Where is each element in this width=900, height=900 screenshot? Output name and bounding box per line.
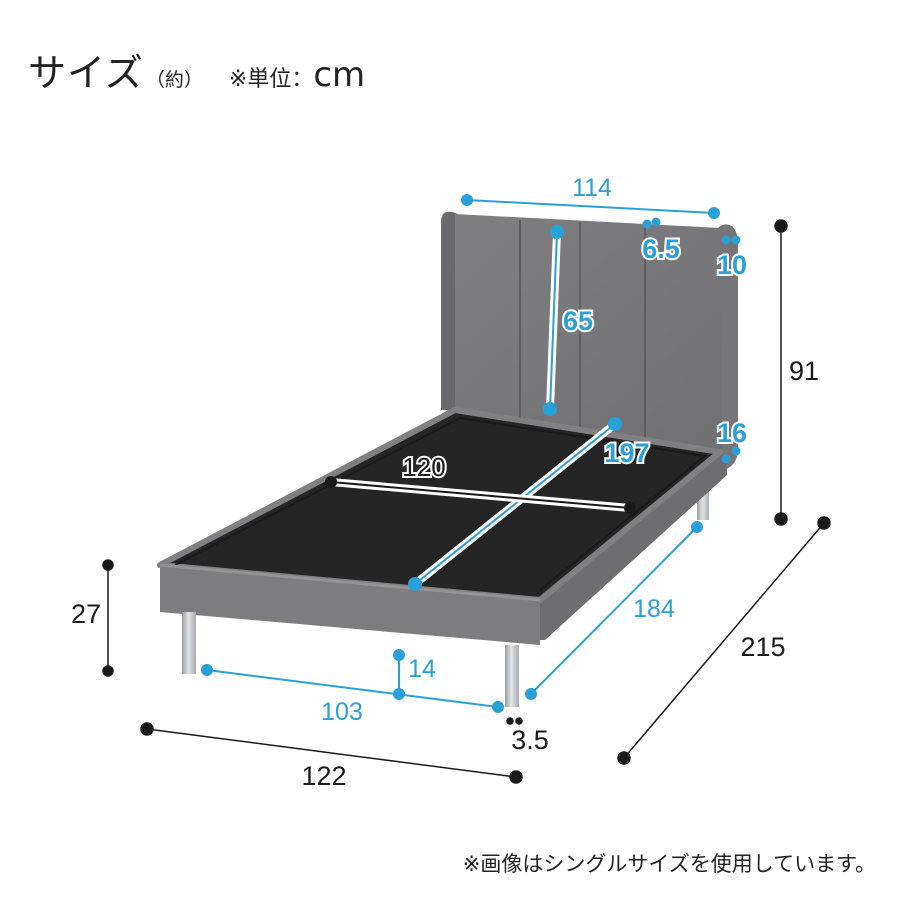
black-dimensions (102, 219, 831, 784)
front-leg-right (505, 645, 519, 707)
label-headboard-side: 10 (717, 250, 747, 280)
deck-inner-line (174, 416, 708, 591)
footnote: ※画像はシングルサイズを使用しています。 (462, 852, 876, 876)
side-rail-right (540, 455, 727, 640)
label-leg-inset: 14 (408, 655, 436, 683)
front-leg-left (182, 612, 196, 674)
headboard-panel (455, 214, 722, 456)
label-frame-height: 27 (71, 599, 101, 629)
headboard-seams (519, 220, 646, 442)
bed-deck (160, 410, 720, 600)
unit-label: ※単位： (228, 67, 314, 92)
size-heading: サイズ (28, 51, 144, 95)
label-lower-gap: 16 (717, 418, 747, 448)
page-title: サイズ （約） ※単位： cm (28, 42, 365, 97)
label-total-length: 215 (740, 632, 785, 662)
approx-label: （約） (145, 69, 203, 91)
headboard-right-wing (718, 224, 738, 470)
bed-illustration (157, 211, 738, 707)
label-leg-diameter: 3.5 (511, 725, 549, 755)
headboard-left-wing (441, 211, 458, 410)
label-total-width: 122 (301, 761, 346, 791)
blue-dimensions (201, 194, 741, 713)
label-inner-length: 197 (604, 438, 649, 468)
label-headboard-width: 114 (572, 174, 612, 202)
label-headboard-height: 65 (563, 306, 593, 336)
unit-value: cm (313, 55, 366, 95)
inner-width-line (325, 476, 636, 514)
front-rail-edge (159, 563, 541, 602)
label-headboard-offset: 6.5 (642, 234, 680, 264)
label-total-height: 91 (789, 356, 819, 386)
label-inner-width: 120 (402, 452, 445, 482)
front-rail (160, 565, 540, 645)
label-leg-span-length: 184 (633, 595, 675, 623)
label-leg-span-width: 103 (321, 698, 363, 726)
